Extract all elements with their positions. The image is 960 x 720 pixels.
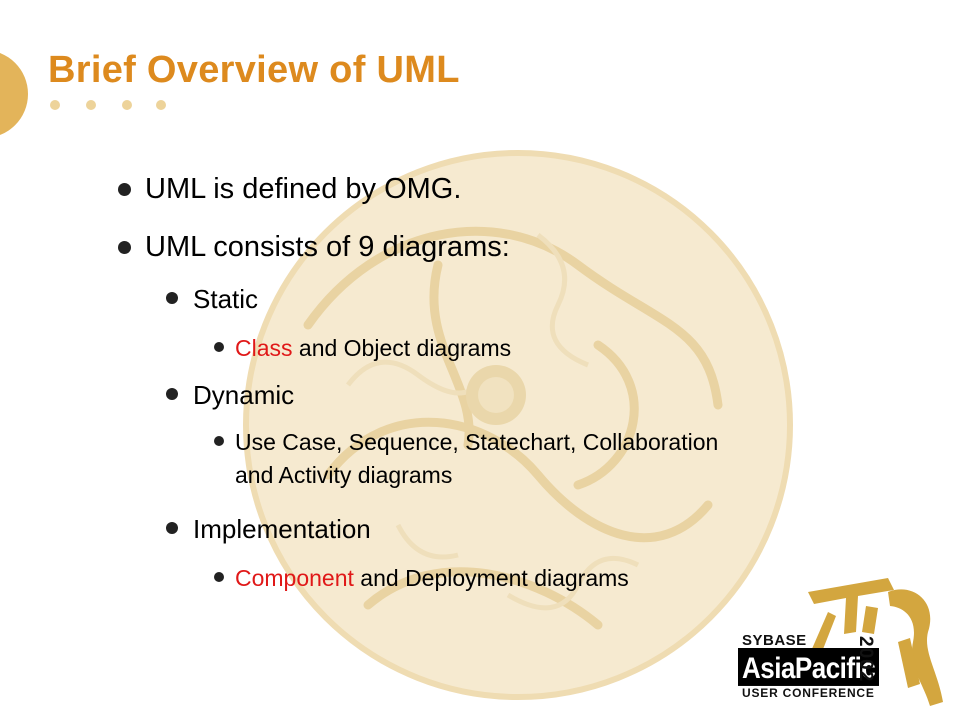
sub-bullet-text: Implementation <box>193 514 371 544</box>
dragon-medallion-watermark <box>243 150 793 700</box>
bullet-icon <box>118 183 131 196</box>
sub-bullet-text: Static <box>193 284 259 314</box>
logo-brand: SYBASE <box>742 632 807 649</box>
bullet-icon <box>214 436 224 446</box>
detail-bullet-item: Class and Object diagrams <box>214 332 512 365</box>
bullet-text: UML consists of 9 diagrams: <box>145 231 510 263</box>
sub-bullet-item: Implementation <box>166 514 371 544</box>
bullet-item: UML is defined by OMG. <box>118 172 462 206</box>
bullet-icon <box>118 241 131 254</box>
bullet-icon <box>166 292 178 304</box>
logo-name: AsiaPacific <box>738 648 880 686</box>
detail-bullet-item: Component and Deployment diagrams <box>214 562 629 595</box>
detail-text: and Object diagrams <box>292 335 512 361</box>
detail-text: and Activity diagrams <box>235 462 453 488</box>
bullet-item: UML consists of 9 diagrams: <box>118 230 510 264</box>
sub-bullet-item: Dynamic <box>166 380 295 410</box>
conference-logo: SYBASE AsiaPacific USER CONFERENCE 2002 <box>738 572 948 712</box>
detail-bullet-item: Use Case, Sequence, Statechart, Collabor… <box>214 426 719 492</box>
logo-subtitle: USER CONFERENCE <box>742 686 875 700</box>
bullet-icon <box>166 522 178 534</box>
logo-year: 2002 <box>855 636 876 683</box>
title-dot-row <box>50 100 170 112</box>
sub-bullet-item: Static <box>166 284 259 314</box>
detail-highlight-text: Component <box>235 565 354 591</box>
bullet-icon <box>166 388 178 400</box>
bullet-text: UML is defined by OMG. <box>145 173 462 205</box>
sub-bullet-text: Dynamic <box>193 380 295 410</box>
detail-text: Use Case, Sequence, Statechart, Collabor… <box>235 429 719 455</box>
slide-title: Brief Overview of UML <box>48 49 460 91</box>
detail-text: and Deployment diagrams <box>353 565 629 591</box>
detail-highlight-text: Class <box>235 335 293 361</box>
bullet-icon <box>214 342 224 352</box>
bullet-icon <box>214 572 224 582</box>
